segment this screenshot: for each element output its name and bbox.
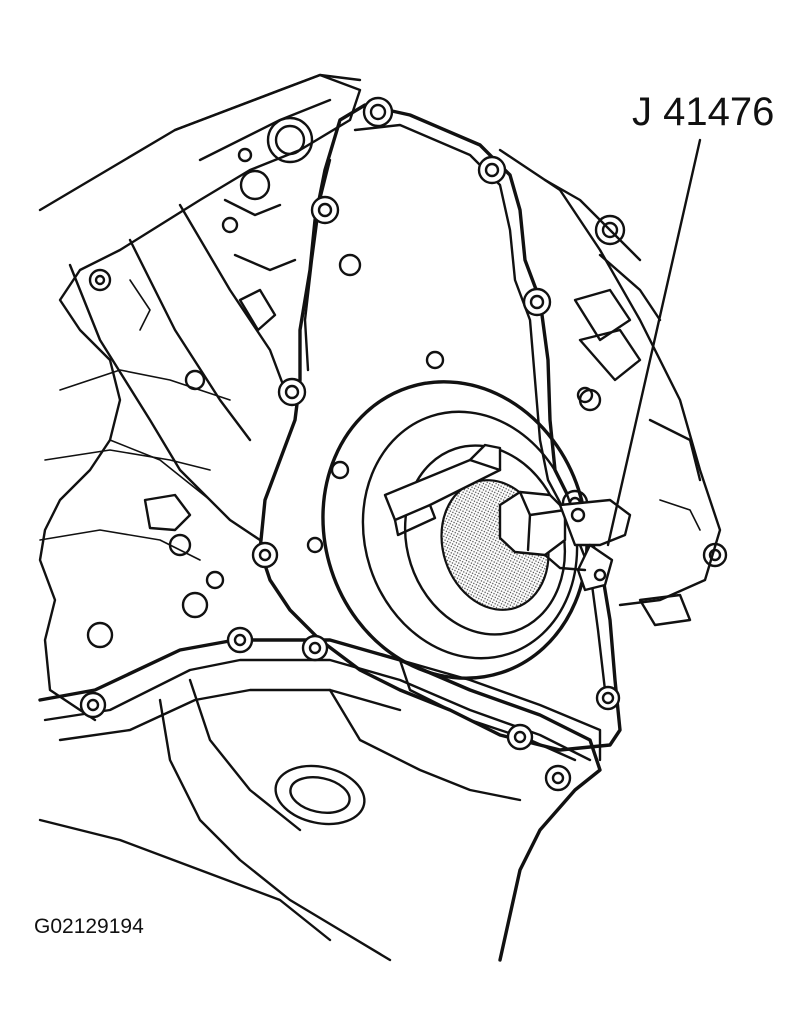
seal-installer-tool — [383, 443, 632, 592]
cylinder-head-deck — [173, 73, 362, 272]
bolt — [277, 377, 307, 407]
bolt — [310, 195, 340, 225]
callout-leader-line — [606, 138, 702, 547]
engine-block-left — [38, 73, 362, 722]
bolt — [595, 685, 621, 711]
engine-block-right — [498, 148, 728, 627]
tool-callout-label: J 41476 — [632, 90, 775, 134]
bolt — [522, 287, 552, 317]
bolt — [251, 541, 279, 569]
oil-pan-bolts — [79, 626, 572, 792]
figure-id-label: G02129194 — [34, 915, 144, 938]
bolt — [226, 626, 254, 654]
bolt — [79, 691, 107, 719]
bolt — [362, 96, 394, 128]
oil-pan — [38, 638, 602, 962]
bolt — [301, 634, 329, 662]
bolt — [506, 723, 534, 751]
bolt — [544, 764, 572, 792]
bolt — [477, 155, 507, 185]
pan-gasket-rail — [398, 658, 602, 762]
